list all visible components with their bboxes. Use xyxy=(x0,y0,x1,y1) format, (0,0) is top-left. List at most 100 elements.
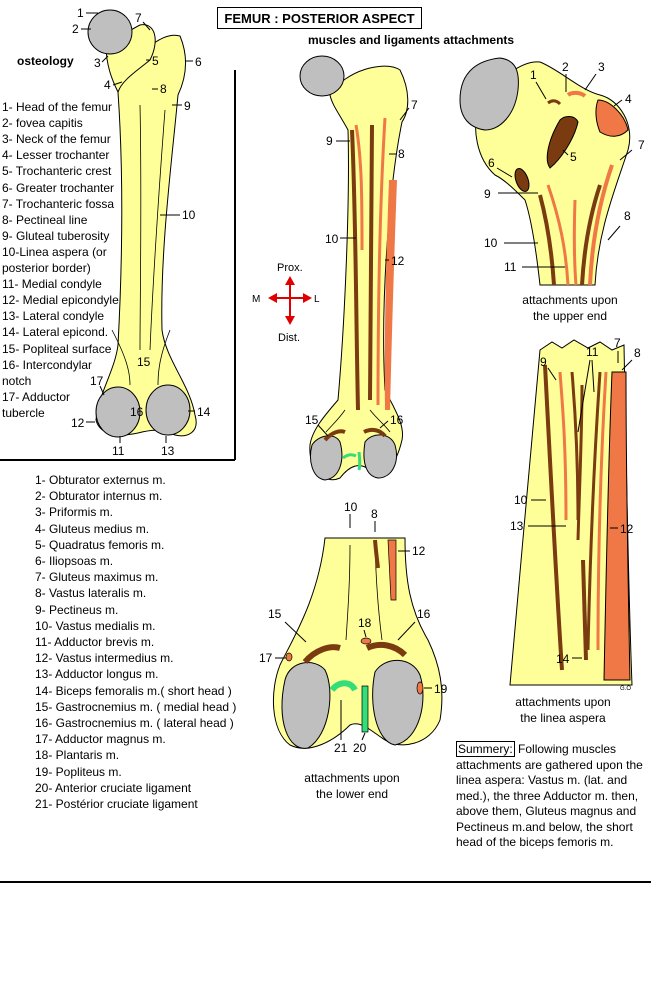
lower-end-labels: 10 8 12 15 18 16 17 19 21 20 xyxy=(259,500,448,755)
osteology-item: 4- Lesser trochanter xyxy=(2,148,110,163)
svg-text:11: 11 xyxy=(586,345,599,359)
muscle-item: 15- Gastrocnemius m. ( medial head ) xyxy=(35,699,237,714)
svg-text:G.O: G.O xyxy=(620,686,631,692)
osteology-item: 12- Medial epicondyle xyxy=(2,293,119,308)
caption-lower-end: attachments upon the lower end xyxy=(292,770,412,802)
svg-text:21: 21 xyxy=(334,741,348,755)
muscle-item: 18- Plantaris m. xyxy=(35,748,120,763)
page-title: FEMUR : POSTERIOR ASPECT xyxy=(217,7,422,29)
svg-text:5: 5 xyxy=(570,150,577,164)
middle-lateral-condyle xyxy=(363,434,397,479)
muscle-item: 10- Vastus medialis m. xyxy=(35,618,156,633)
summary-label: Summery: xyxy=(456,741,515,757)
middle-femur-head xyxy=(299,55,345,97)
svg-text:8: 8 xyxy=(398,147,405,161)
upper-end-labels: 1 2 3 4 5 6 7 8 9 10 11 xyxy=(484,60,645,274)
svg-text:16: 16 xyxy=(130,405,144,419)
caption-linea-line1: attachments upon xyxy=(515,695,611,709)
orientation-compass xyxy=(268,276,312,325)
osteology-item: 6- Greater trochanter xyxy=(2,180,115,195)
svg-text:12: 12 xyxy=(412,544,426,558)
osteology-item: 15- Popliteal surface xyxy=(2,341,112,356)
upper-end-femur xyxy=(459,57,631,286)
left-femur xyxy=(87,9,197,438)
svg-text:15: 15 xyxy=(137,355,151,369)
svg-text:8: 8 xyxy=(160,82,167,96)
linea-aspera-femur xyxy=(509,339,633,686)
lower-end-femur xyxy=(272,537,443,749)
osteology-item: 9- Gluteal tuberosity xyxy=(2,228,110,243)
muscle-item: 3- Priformis m. xyxy=(35,505,113,520)
left-lateral-condyle xyxy=(145,384,191,436)
svg-text:1: 1 xyxy=(530,68,537,82)
left-femur-labels: 1 2 3 4 5 6 7 8 9 10 11 12 13 14 15 16 1… xyxy=(71,6,211,458)
osteology-item: 5- Trochanteric crest xyxy=(2,164,112,179)
caption-linea-line2: the linea aspera xyxy=(520,711,606,725)
osteology-item: 2- fovea capitis xyxy=(2,116,83,131)
svg-text:6: 6 xyxy=(488,156,495,170)
upper-end-bone xyxy=(475,61,631,286)
svg-text:3: 3 xyxy=(598,60,605,74)
lower-end-attachments xyxy=(285,539,424,733)
compass-medial-label: M xyxy=(252,294,260,305)
page-subtitle: muscles and ligaments attachments xyxy=(308,33,515,47)
osteology-item: 13- Lateral condyle xyxy=(2,309,105,324)
muscle-item: 11- Adductor brevis m. xyxy=(35,635,155,649)
muscle-item: 6- Iliopsoas m. xyxy=(35,554,114,568)
caption-upper-line1: attachments upon xyxy=(522,293,618,307)
muscle-item: 13- Adductor longus m. xyxy=(35,667,159,682)
linea-aspera-bone xyxy=(509,339,633,686)
muscle-item: 16- Gastrocnemius m. ( lateral head ) xyxy=(35,716,234,730)
middle-femur-attachments xyxy=(323,117,397,471)
svg-text:5: 5 xyxy=(152,54,159,68)
left-femur-head xyxy=(87,9,133,55)
osteology-item: 8- Pectineal line xyxy=(2,212,88,227)
svg-text:14: 14 xyxy=(556,652,570,666)
svg-text:17: 17 xyxy=(90,374,104,388)
middle-medial-condyle xyxy=(310,435,343,481)
muscle-item: 2- Obturator internus m. xyxy=(35,489,163,504)
osteology-item: 3- Neck of the femur xyxy=(2,132,111,147)
osteology-heading: osteology xyxy=(17,54,74,68)
svg-text:10: 10 xyxy=(344,500,358,514)
svg-text:9: 9 xyxy=(540,355,547,369)
svg-text:7: 7 xyxy=(411,98,418,112)
svg-text:6: 6 xyxy=(195,55,202,69)
upper-end-head xyxy=(459,57,519,131)
svg-text:10: 10 xyxy=(325,232,339,246)
svg-text:7: 7 xyxy=(135,11,142,25)
muscle-item: 5- Quadratus femoris m. xyxy=(35,537,165,552)
osteology-item: 14- Lateral epicond. xyxy=(2,325,109,340)
caption-lower-line2: the lower end xyxy=(315,787,389,801)
osteology-item: 11- Medial condyle xyxy=(2,277,102,292)
svg-text:10: 10 xyxy=(484,236,498,250)
muscle-item: 21- Postérior cruciate ligament xyxy=(35,797,198,811)
svg-text:9: 9 xyxy=(326,134,333,148)
svg-text:3: 3 xyxy=(94,56,101,70)
muscle-item: 4- Gluteus medius m. xyxy=(35,521,150,536)
svg-text:4: 4 xyxy=(104,78,111,92)
caption-lower-line1: attachments upon xyxy=(304,771,400,785)
compass-lateral-label: L xyxy=(314,294,320,305)
svg-text:11: 11 xyxy=(504,260,517,274)
linea-aspera-labels: 7 8 9 10 11 12 13 14 G.O xyxy=(510,336,641,692)
summary-text: Following muscles attachments are gather… xyxy=(456,742,643,849)
muscle-item: 7- Gluteus maximus m. xyxy=(35,570,159,585)
svg-text:10: 10 xyxy=(182,208,196,222)
muscle-item: 9- Pectineus m. xyxy=(35,602,119,617)
osteology-item: 1- Head of the femur xyxy=(2,100,113,114)
osteology-item: notch xyxy=(2,373,32,388)
middle-femur-labels: 7 8 9 10 12 15 16 xyxy=(305,98,418,437)
svg-text:2: 2 xyxy=(562,60,569,74)
svg-text:9: 9 xyxy=(184,99,191,113)
muscle-item: 1- Obturator externus m. xyxy=(35,473,166,487)
muscle-item: 19- Popliteus m. xyxy=(35,764,122,779)
svg-text:4: 4 xyxy=(625,92,632,106)
svg-text:8: 8 xyxy=(634,346,641,360)
svg-text:18: 18 xyxy=(358,616,372,630)
osteology-item: 7- Trochanteric fossa xyxy=(2,196,115,211)
svg-text:15: 15 xyxy=(305,413,319,427)
svg-text:9: 9 xyxy=(484,187,491,201)
muscle-item: 20- Anterior cruciate ligament xyxy=(35,780,192,795)
